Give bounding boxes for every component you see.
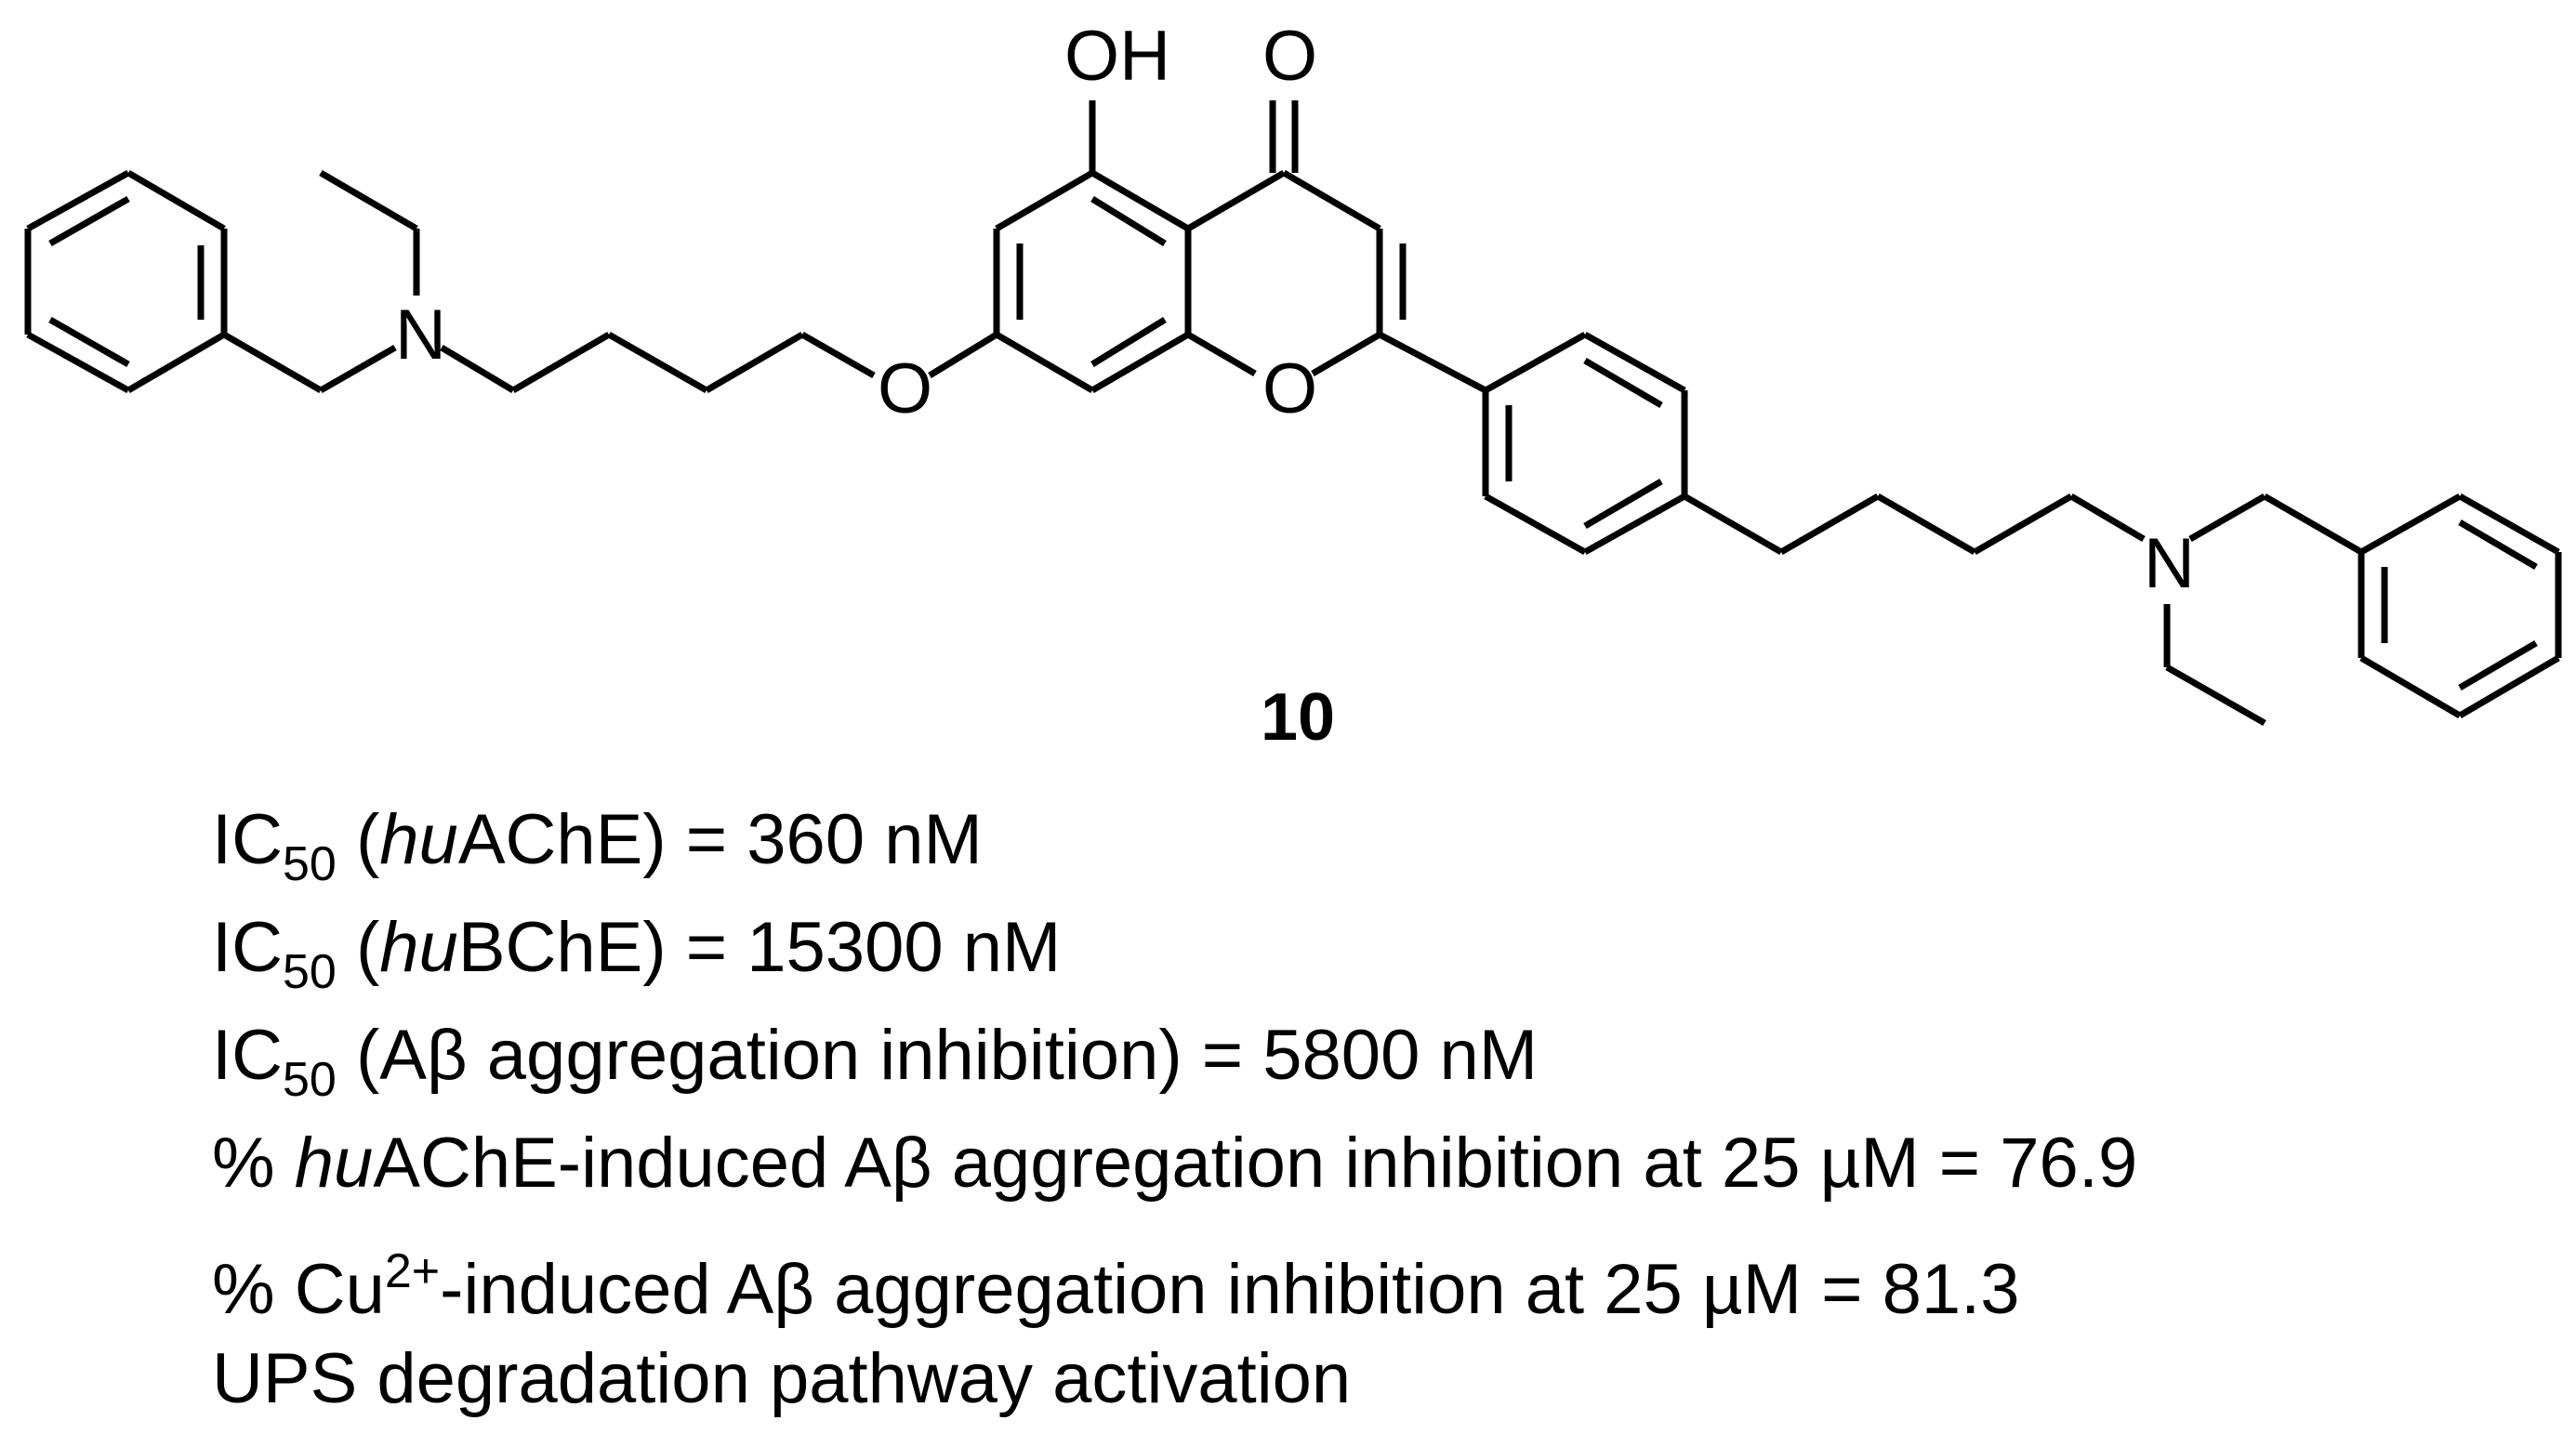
right-benzene-ring — [2358, 493, 2562, 719]
chromone-a-ring — [993, 100, 1192, 394]
left-side-chain — [222, 169, 998, 394]
hydroxyl-label: OH — [1064, 17, 1170, 96]
left-amine-label: N — [395, 296, 446, 375]
bonds — [24, 100, 2562, 727]
property-line: % Cu2+-induced Aβ aggregation inhibition… — [212, 1244, 2020, 1329]
phenyl-b-ring — [1378, 331, 1688, 556]
atom-labels: OH O O O N N 10 — [395, 17, 2195, 755]
property-list: IC50 (huAChE) = 360 nM IC50 (huBChE) = 1… — [212, 786, 2536, 1433]
right-amine-label: N — [2144, 524, 2195, 603]
property-line: % huAChE-induced Aβ aggregation inhibiti… — [212, 1124, 2138, 1203]
left-benzene-ring — [24, 169, 228, 394]
chromone-c-ring — [1186, 100, 1407, 377]
carbonyl-oxygen-label: O — [1262, 17, 1317, 96]
compound-number: 10 — [1261, 680, 1335, 755]
property-line: IC50 (huAChE) = 360 nM — [212, 800, 983, 891]
property-line: UPS degradation pathway activation — [212, 1339, 1352, 1418]
ring-oxygen-label: O — [1262, 349, 1317, 428]
property-line: IC50 (Aβ aggregation inhibition) = 5800 … — [212, 1016, 1539, 1107]
right-side-chain — [1683, 493, 2363, 727]
property-line: IC50 (huBChE) = 15300 nM — [212, 908, 1062, 999]
ether-oxygen-label: O — [878, 349, 932, 428]
